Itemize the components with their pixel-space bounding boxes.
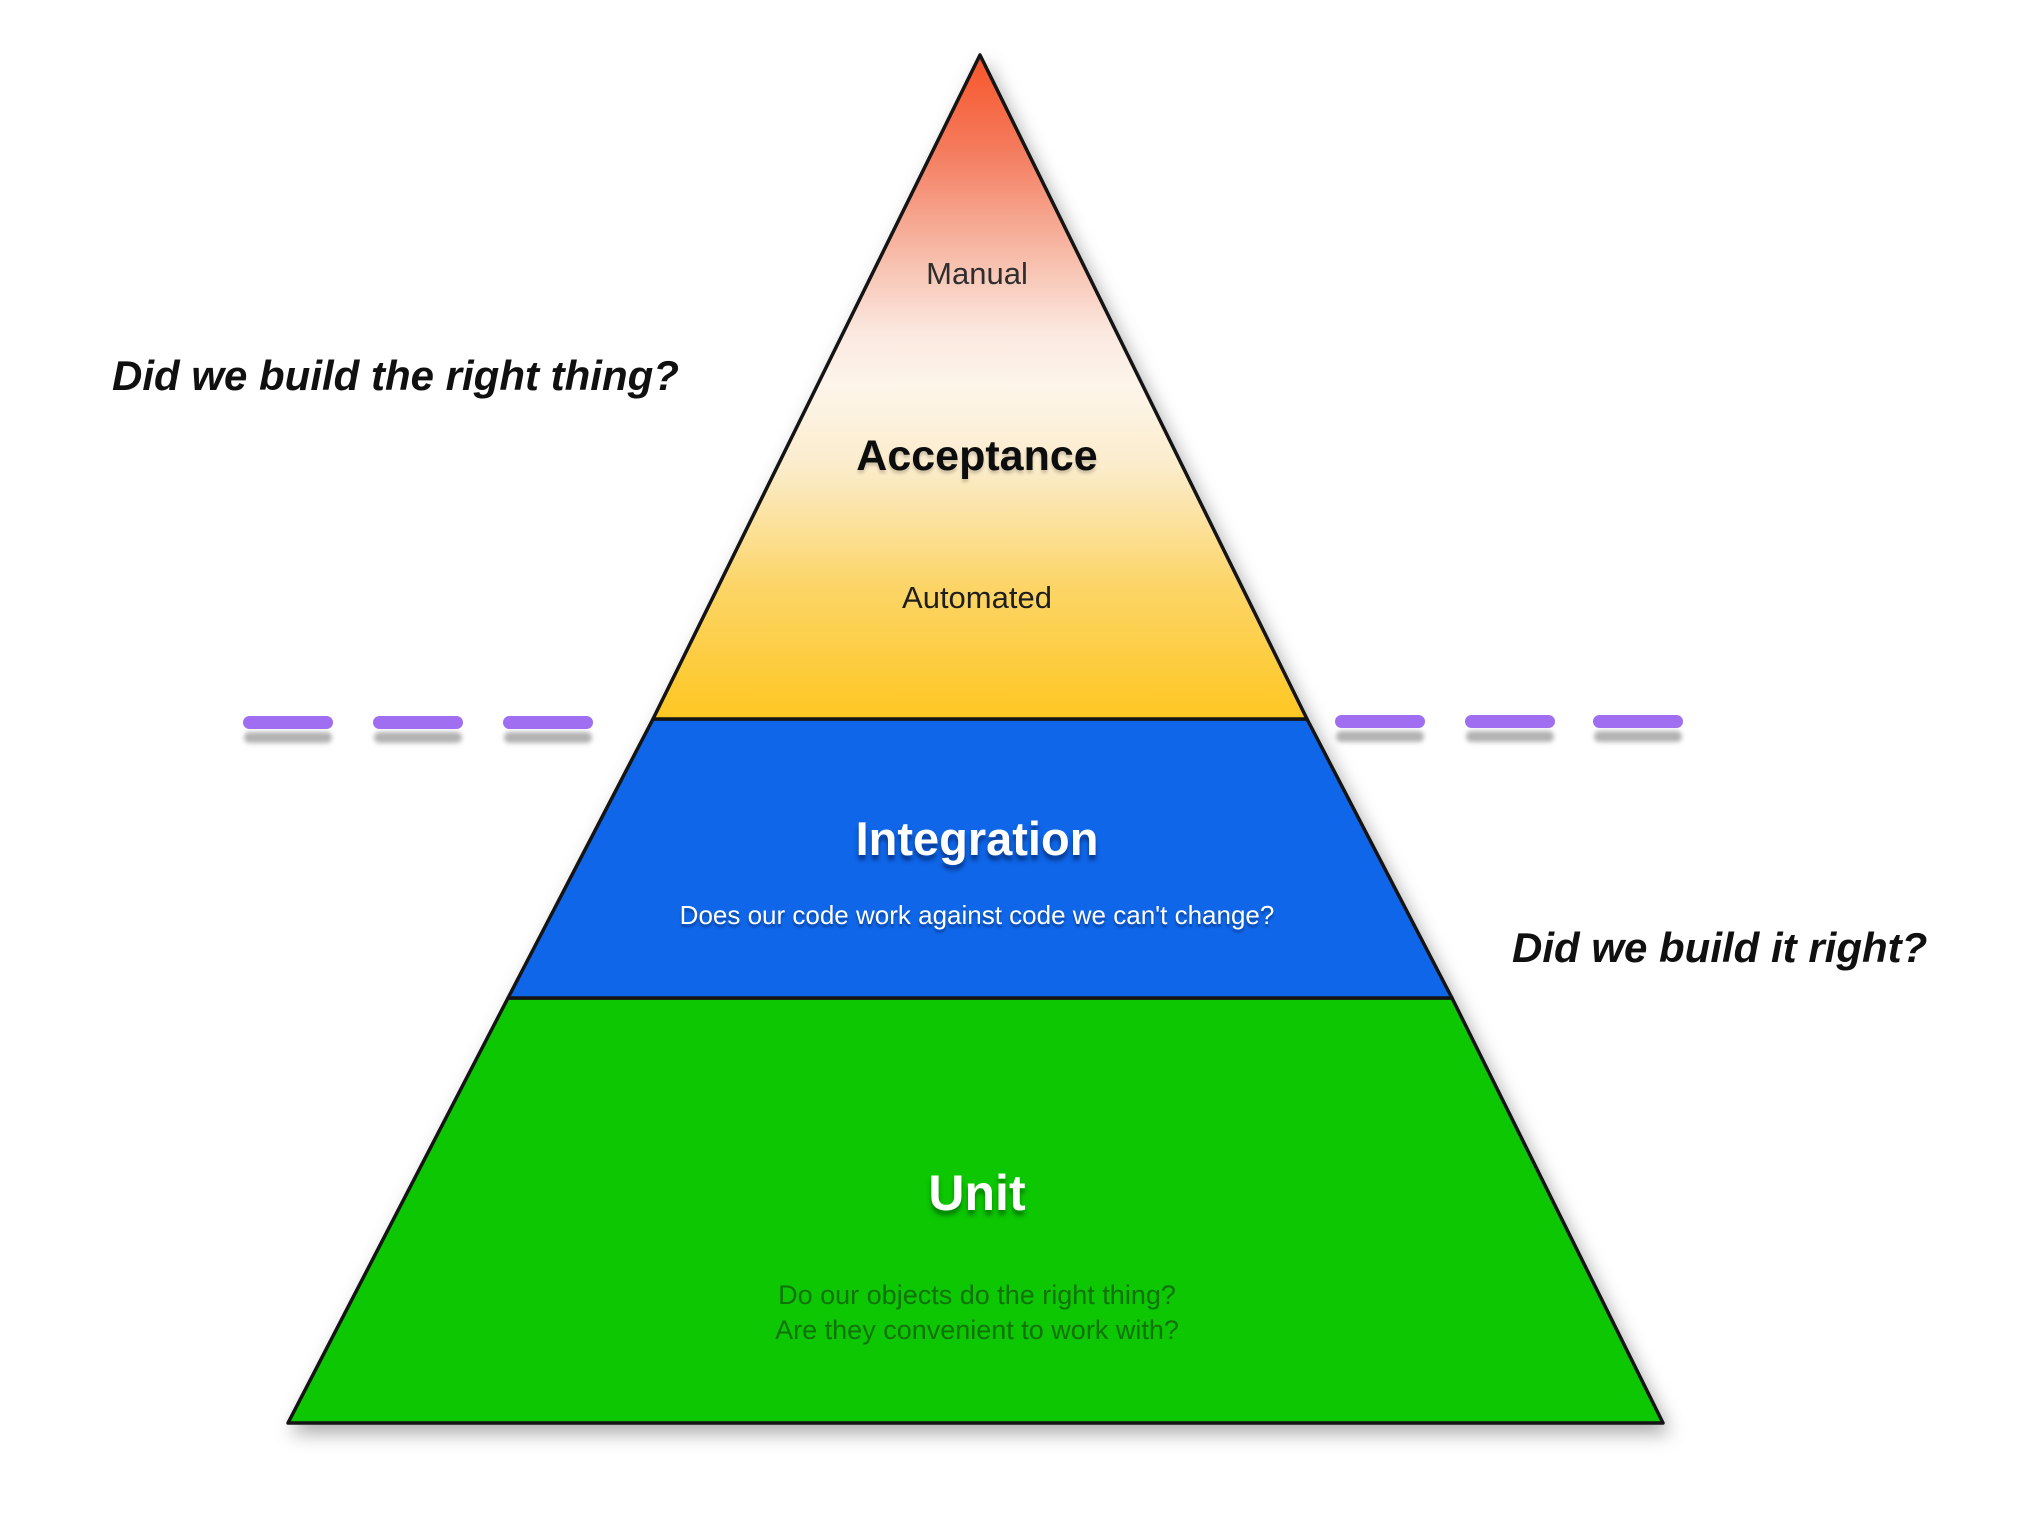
acceptance-label: Acceptance	[856, 432, 1098, 480]
left-annotation: Did we build the right thing?	[112, 352, 679, 399]
automated-label: Automated	[902, 580, 1052, 615]
divider-dash	[1465, 715, 1555, 728]
integration-label: Integration	[855, 812, 1099, 865]
divider-dash	[373, 716, 463, 729]
unit-subtitle: Do our objects do the right thing? Are t…	[775, 1278, 1179, 1348]
acceptance-level-shape	[651, 53, 1309, 721]
divider-dash	[1593, 715, 1683, 728]
manual-label: Manual	[926, 256, 1028, 291]
divider-dash	[503, 716, 593, 729]
divider-dash	[1335, 715, 1425, 728]
integration-subtitle: Does our code work against code we can't…	[679, 900, 1275, 930]
right-annotation: Did we build it right?	[1512, 924, 1928, 971]
unit-label: Unit	[928, 1165, 1026, 1221]
unit-subtitle-line1: Do our objects do the right thing?	[778, 1280, 1176, 1310]
divider-dash	[243, 716, 333, 729]
unit-subtitle-line2: Are they convenient to work with?	[775, 1315, 1179, 1345]
